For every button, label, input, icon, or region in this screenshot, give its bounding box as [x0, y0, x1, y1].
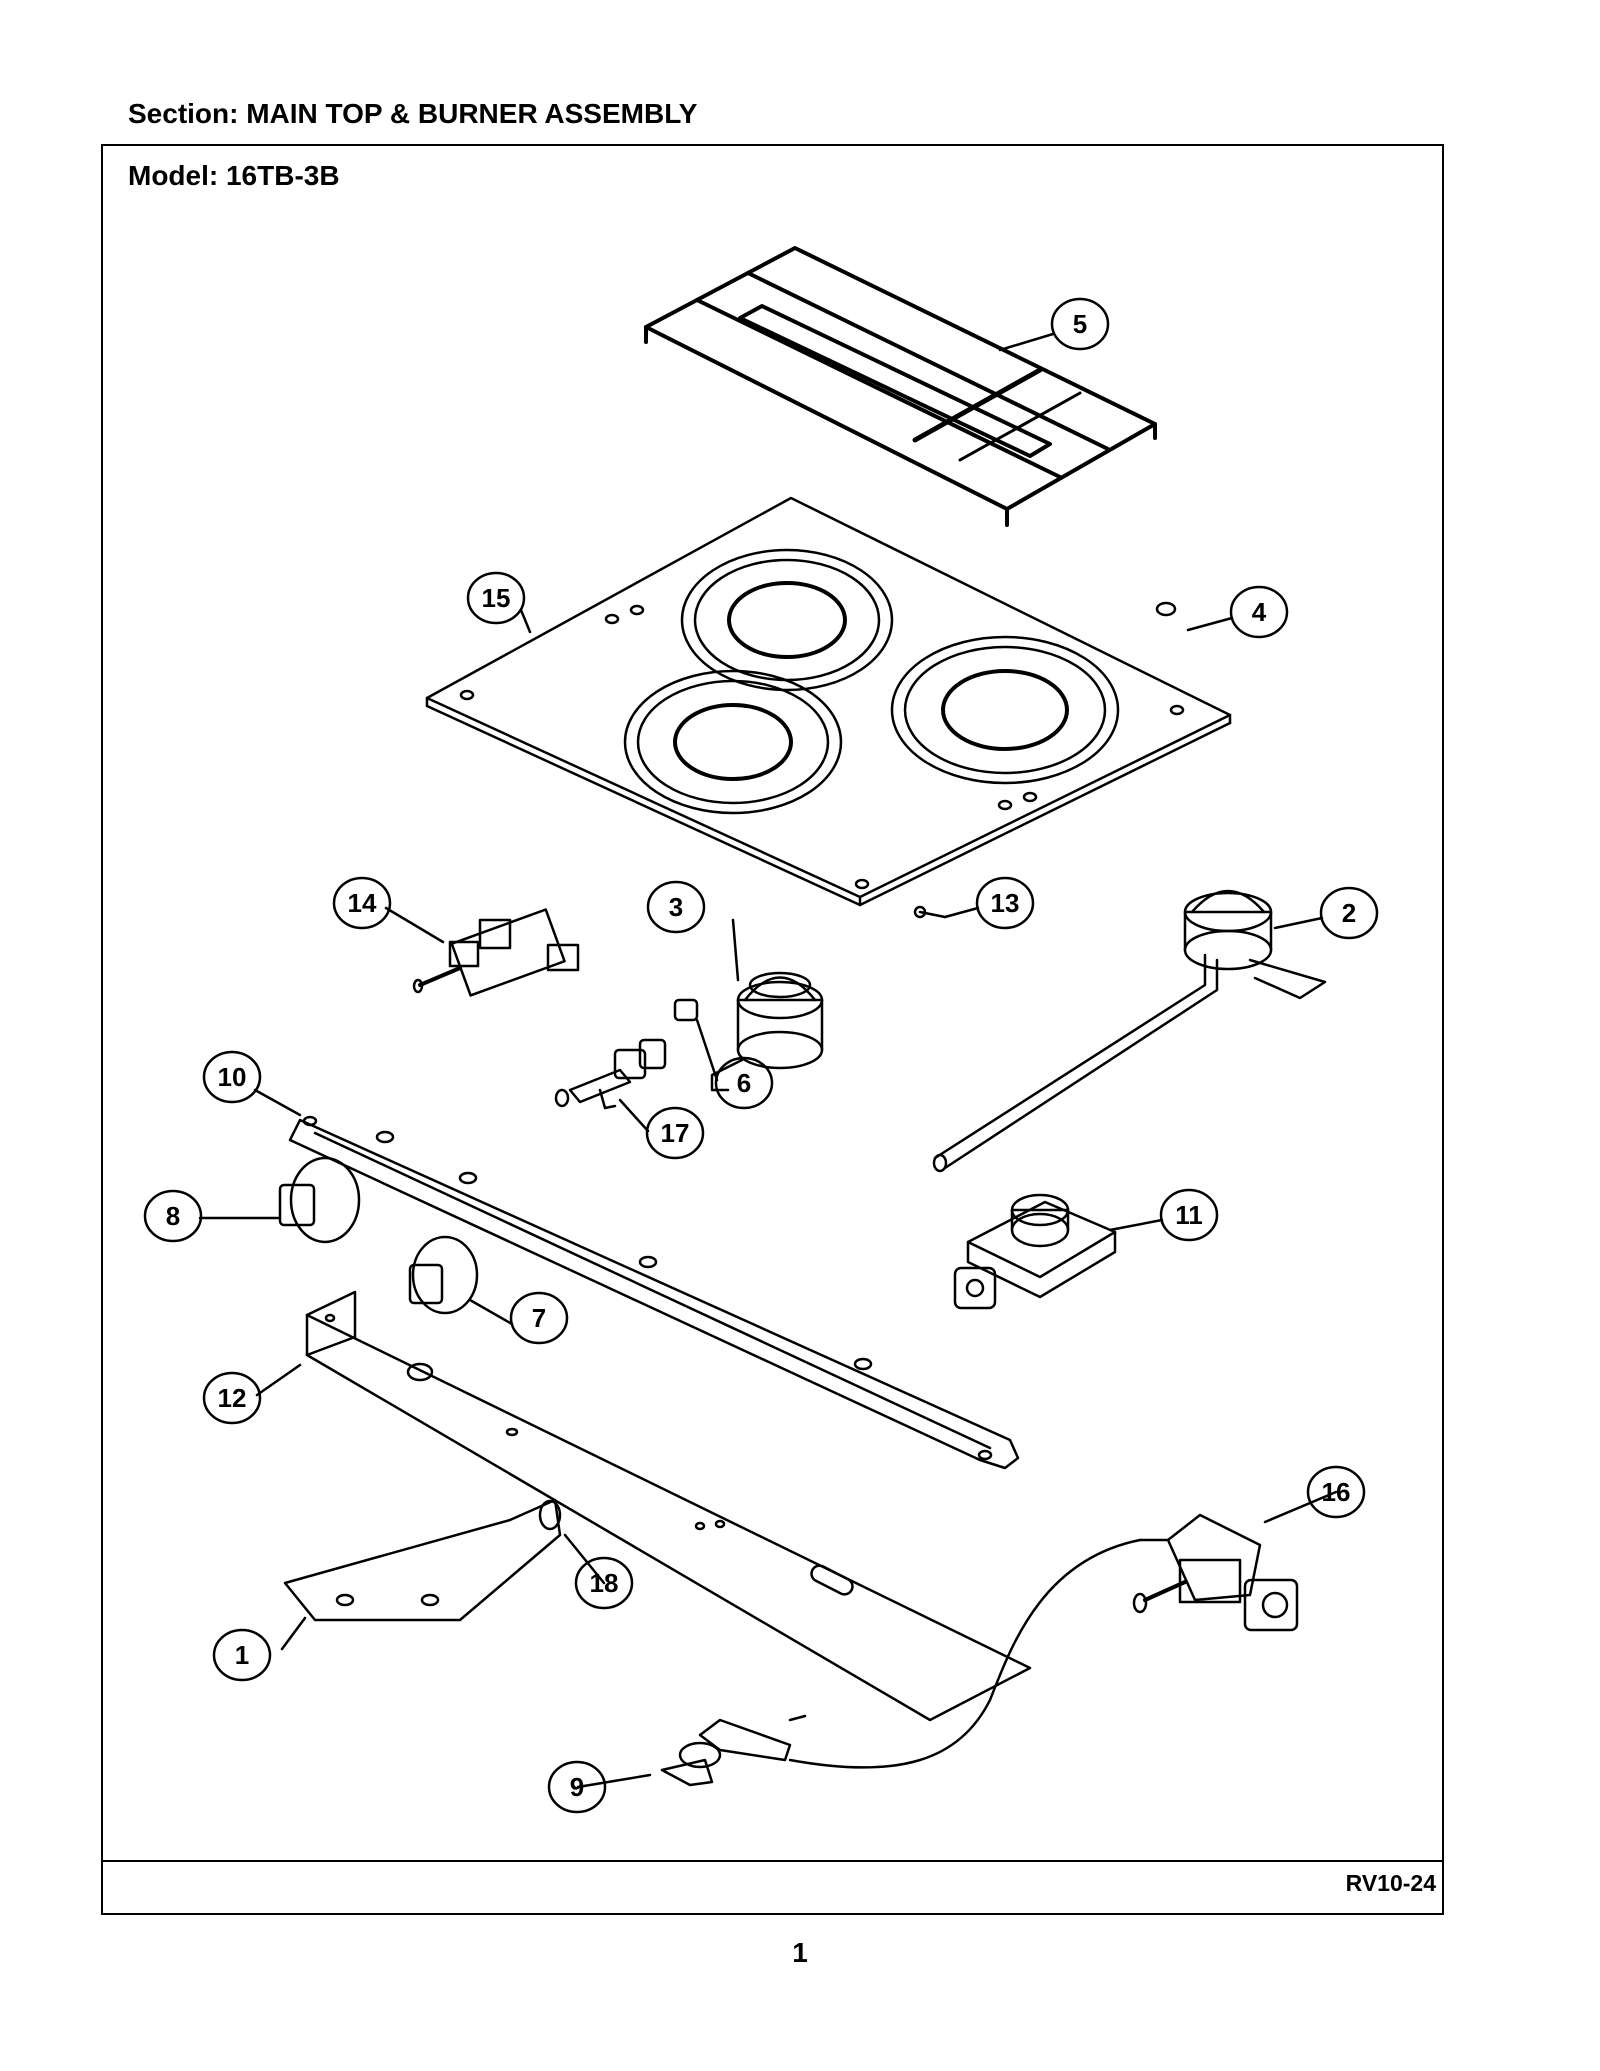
footer-divider	[101, 1860, 1444, 1862]
callout-13-label: 13	[991, 888, 1020, 918]
callout-17-label: 17	[661, 1118, 690, 1148]
valve-16-part	[788, 1513, 1299, 1769]
callout-2: 2	[1319, 886, 1379, 940]
callout-4-label: 4	[1252, 597, 1267, 627]
callout-14: 14	[332, 876, 392, 930]
cooktop-part	[425, 496, 1232, 907]
callout-9-label: 9	[570, 1772, 584, 1802]
thermostat-bulb-part	[660, 1714, 807, 1787]
callout-10: 10	[202, 1050, 262, 1104]
screw-part	[913, 905, 947, 919]
callout-5-label: 5	[1073, 309, 1087, 339]
callout-leaders	[198, 332, 1338, 1789]
callout-13: 13	[975, 876, 1035, 930]
knob-8-part	[278, 1156, 361, 1244]
callout-3: 3	[646, 880, 706, 934]
document-code: RV10-24	[1345, 1870, 1436, 1896]
page-number: 1	[792, 1937, 808, 1968]
callout-8: 8	[143, 1189, 203, 1243]
callout-1-label: 1	[235, 1640, 249, 1670]
callout-2-label: 2	[1342, 898, 1356, 928]
callout-10-label: 10	[218, 1062, 247, 1092]
callout-1: 1	[212, 1628, 272, 1682]
callout-17: 17	[645, 1106, 705, 1160]
callout-14-label: 14	[348, 888, 377, 918]
callout-6: 6	[714, 1056, 774, 1110]
callout-6-label: 6	[737, 1068, 751, 1098]
callout-11: 11	[1159, 1188, 1219, 1242]
callout-7-label: 7	[532, 1303, 546, 1333]
callout-15: 15	[466, 571, 526, 625]
callout-16-label: 16	[1322, 1477, 1351, 1507]
section-title: Section: MAIN TOP & BURNER ASSEMBLY	[128, 98, 698, 129]
burner-2-part	[932, 889, 1327, 1173]
model-title: Model: 16TB-3B	[128, 160, 340, 191]
knob-7-part	[408, 1235, 479, 1315]
callout-18: 18	[574, 1556, 634, 1610]
fitting-6-part	[673, 998, 699, 1022]
callout-16: 16	[1306, 1465, 1366, 1519]
callout-5: 5	[1050, 297, 1110, 351]
callout-4: 4	[1229, 585, 1289, 639]
valve-14-part	[412, 908, 580, 997]
callout-3-label: 3	[669, 892, 683, 922]
bracket-12-part	[305, 1290, 1032, 1722]
callout-8-label: 8	[166, 1201, 180, 1231]
regulator-part	[953, 1193, 1117, 1310]
callout-9: 9	[547, 1760, 607, 1814]
fitting-17-part	[554, 1038, 667, 1110]
orifice-holder-part	[283, 1498, 562, 1622]
bar-10-part	[288, 1115, 1020, 1470]
callout-12-label: 12	[218, 1383, 247, 1413]
callout-18-label: 18	[590, 1568, 619, 1598]
callout-7: 7	[509, 1291, 569, 1345]
callout-12: 12	[202, 1371, 262, 1425]
grate-part	[644, 246, 1157, 527]
callout-15-label: 15	[482, 583, 511, 613]
diagram-frame	[101, 144, 1444, 1915]
callout-11-label: 11	[1175, 1200, 1203, 1230]
burner-3-part	[710, 971, 824, 1092]
